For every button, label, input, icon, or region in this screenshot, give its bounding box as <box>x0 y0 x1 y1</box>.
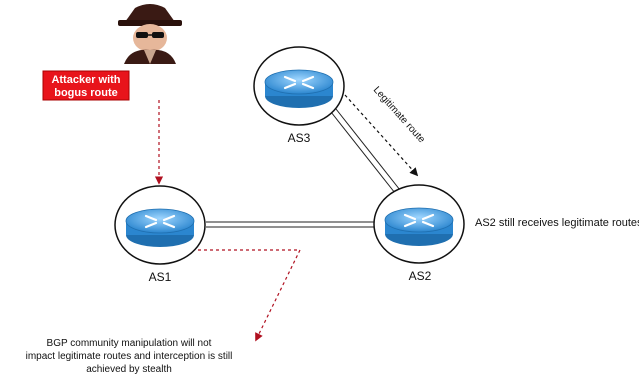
link-as3-as2 <box>330 108 401 194</box>
attacker-label-line1: Attacker with <box>51 74 120 86</box>
as2-label: AS2 <box>409 269 432 283</box>
attacker-label-box <box>42 70 130 101</box>
interception-arrow <box>198 249 301 342</box>
router-icon <box>125 208 195 247</box>
router-as2 <box>373 184 465 264</box>
link-as1-as2 <box>206 221 376 228</box>
bottom-note-line3: achieved by stealth <box>86 364 172 375</box>
router-as1 <box>114 185 206 265</box>
legitimate-route-arrow <box>344 94 419 177</box>
router-as3 <box>253 46 345 126</box>
attacker-label-line2: bogus route <box>54 87 118 99</box>
router-icon <box>384 207 454 246</box>
bottom-note-line2: impact legitimate routes and interceptio… <box>26 351 233 362</box>
as1-label: AS1 <box>149 270 172 284</box>
hacker-icon <box>118 4 182 64</box>
as2-note: AS2 still receives legitimate routes <box>475 217 639 229</box>
bottom-note-line1: BGP community manipulation will not <box>47 338 212 349</box>
as3-label: AS3 <box>288 131 311 145</box>
router-icon <box>264 69 334 108</box>
legitimate-route-label: Legitimate route <box>371 85 427 146</box>
